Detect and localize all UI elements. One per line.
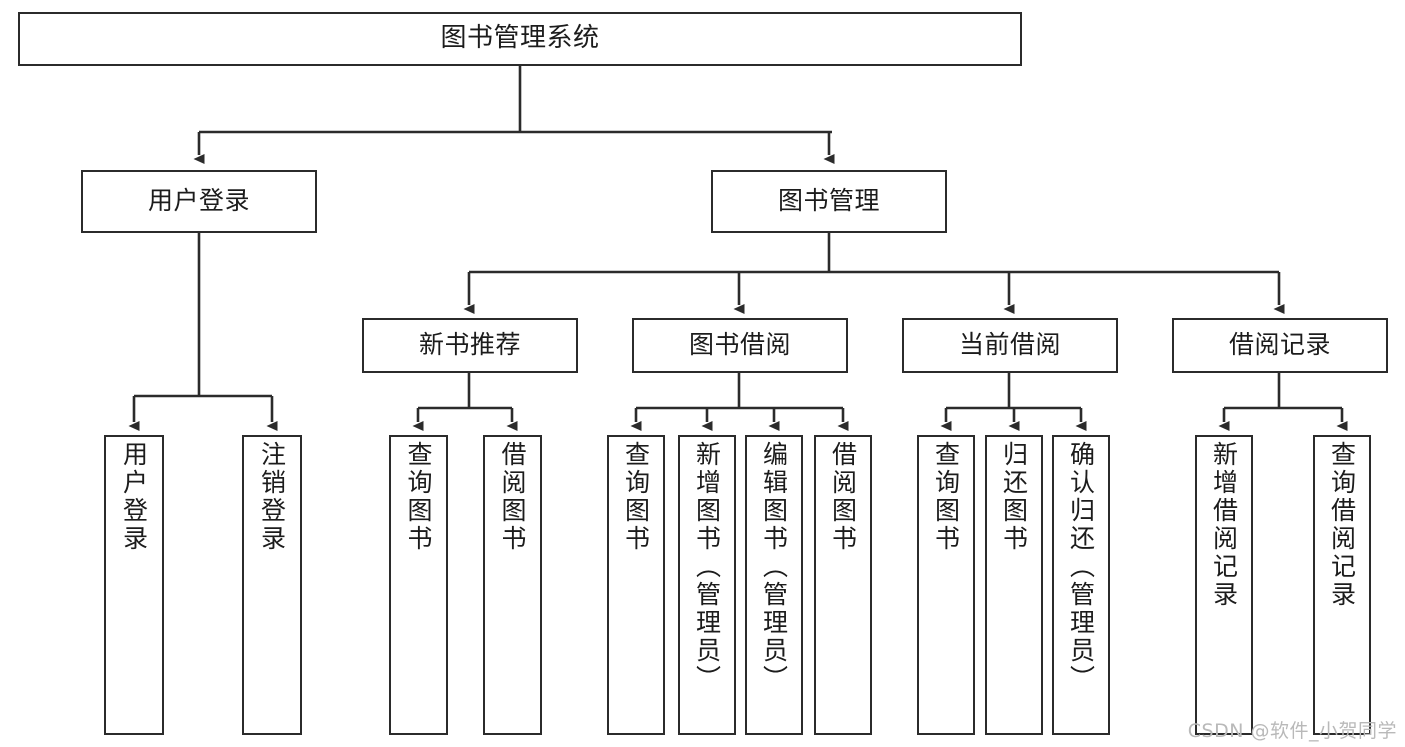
node-root-book-management-system[interactable]: 图书管理系统 — [18, 12, 1022, 66]
node-borrow-record[interactable]: 借阅记录 — [1172, 318, 1388, 373]
leaf-new-book-borrow-book[interactable]: 借阅图书 — [483, 435, 542, 735]
leaf-current-borrow-confirm-return-admin[interactable]: 确认归还（管理员） — [1052, 435, 1110, 735]
node-label: 图书管理 — [777, 186, 880, 216]
node-label: 归还图书 — [999, 441, 1029, 553]
leaf-current-borrow-return-book[interactable]: 归还图书 — [985, 435, 1043, 735]
node-label: 图书管理系统 — [440, 23, 600, 54]
node-user-login[interactable]: 用户登录 — [81, 170, 317, 233]
leaf-new-book-query-book[interactable]: 查询图书 — [389, 435, 448, 735]
node-label: 当前借阅 — [958, 330, 1061, 360]
node-book-management[interactable]: 图书管理 — [711, 170, 947, 233]
leaf-book-borrow-add-book-admin[interactable]: 新增图书（管理员） — [678, 435, 736, 735]
leaf-book-borrow-query-book[interactable]: 查询图书 — [607, 435, 665, 735]
node-label: 查询图书 — [931, 441, 961, 553]
node-label: 借阅图书 — [498, 441, 527, 553]
node-label: 借阅记录 — [1228, 330, 1331, 360]
node-label: 图书借阅 — [688, 330, 791, 360]
node-label: 用户登录 — [147, 186, 250, 216]
node-label: 查询图书 — [404, 441, 433, 553]
node-label: 查询图书 — [621, 441, 651, 553]
node-label: 编辑图书（管理员） — [759, 441, 789, 693]
node-label: 新书推荐 — [418, 330, 521, 360]
leaf-user-login-login[interactable]: 用户登录 — [104, 435, 164, 735]
node-new-book-recommend[interactable]: 新书推荐 — [362, 318, 578, 373]
node-current-borrow[interactable]: 当前借阅 — [902, 318, 1118, 373]
leaf-book-borrow-borrow-book[interactable]: 借阅图书 — [814, 435, 872, 735]
watermark-text: CSDN @软件_小贺同学 — [1187, 720, 1397, 742]
leaf-borrow-record-query-record[interactable]: 查询借阅记录 — [1313, 435, 1371, 735]
leaf-current-borrow-query-book[interactable]: 查询图书 — [917, 435, 975, 735]
leaf-book-borrow-edit-book-admin[interactable]: 编辑图书（管理员） — [745, 435, 803, 735]
node-book-borrow[interactable]: 图书借阅 — [632, 318, 848, 373]
node-label: 用户登录 — [119, 441, 149, 553]
node-label: 新增借阅记录 — [1209, 441, 1239, 609]
node-label: 注销登录 — [257, 441, 287, 553]
node-label: 确认归还（管理员） — [1066, 441, 1096, 693]
leaf-borrow-record-add-record[interactable]: 新增借阅记录 — [1195, 435, 1253, 735]
leaf-user-login-logout[interactable]: 注销登录 — [242, 435, 302, 735]
node-label: 查询借阅记录 — [1327, 441, 1357, 609]
node-label: 借阅图书 — [828, 441, 858, 553]
node-label: 新增图书（管理员） — [692, 441, 722, 693]
